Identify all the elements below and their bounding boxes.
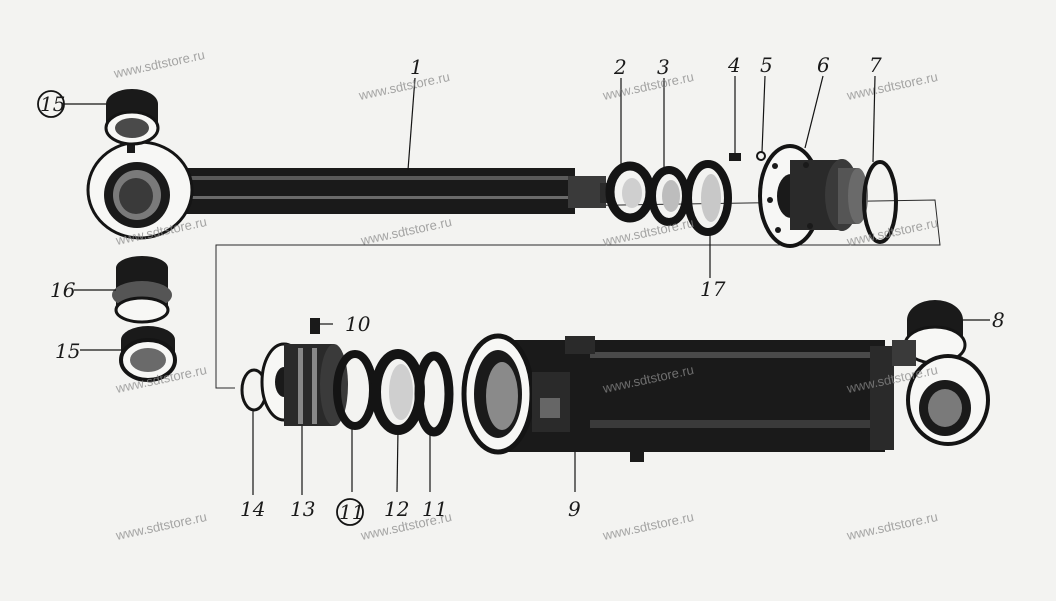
bolt-4 bbox=[729, 153, 741, 161]
watermark: www.sdtstore.ru bbox=[845, 69, 940, 103]
callout-1: 1 bbox=[410, 55, 423, 79]
callout-16: 16 bbox=[50, 278, 76, 302]
watermark: www.sdtstore.ru bbox=[357, 69, 452, 103]
callout-3: 3 bbox=[657, 55, 670, 79]
washer-5 bbox=[756, 151, 766, 161]
callout-circle-11 bbox=[336, 498, 364, 526]
watermark: www.sdtstore.ru bbox=[601, 509, 696, 543]
callout-6: 6 bbox=[817, 53, 830, 77]
o-ring-7 bbox=[862, 160, 898, 244]
callout-14: 14 bbox=[240, 497, 265, 521]
callout-11: 11 bbox=[422, 497, 447, 521]
seal-2 bbox=[605, 161, 655, 223]
ring-12 bbox=[371, 349, 425, 435]
callout-13: 13 bbox=[290, 497, 315, 521]
callout-circle-15 bbox=[37, 90, 65, 118]
callout-17: 17 bbox=[700, 277, 726, 301]
watermark: www.sdtstore.ru bbox=[112, 47, 207, 81]
seal-3 bbox=[648, 166, 690, 226]
callout-7: 7 bbox=[869, 53, 882, 77]
leader-lines bbox=[64, 75, 990, 495]
watermark: www.sdtstore.ru bbox=[601, 215, 696, 249]
piston-rod bbox=[180, 168, 610, 214]
bushing-bottom-15 bbox=[119, 326, 177, 382]
guide-ring-17 bbox=[684, 160, 732, 236]
watermark: www.sdtstore.ru bbox=[359, 214, 454, 248]
seal-11b bbox=[414, 351, 454, 437]
watermarks: www.sdtstore.ru www.sdtstore.ru www.sdts… bbox=[112, 47, 940, 543]
cylinder-barrel-9 bbox=[461, 333, 894, 462]
spherical-bearing-16 bbox=[112, 256, 172, 324]
callout-5: 5 bbox=[760, 53, 773, 77]
cylinder-eye-8 bbox=[892, 300, 990, 446]
callout-2: 2 bbox=[613, 55, 627, 79]
callout-4: 4 bbox=[727, 53, 741, 77]
callout-15-bottom: 15 bbox=[55, 339, 80, 363]
callout-10: 10 bbox=[345, 312, 371, 336]
watermark: www.sdtstore.ru bbox=[114, 509, 209, 543]
callout-8: 8 bbox=[992, 308, 1005, 332]
plug-10 bbox=[310, 318, 320, 334]
callout-12: 12 bbox=[384, 497, 409, 521]
callout-9: 9 bbox=[568, 497, 581, 521]
callout-11-circled: 11 bbox=[339, 500, 364, 524]
callout-15-top: 15 bbox=[40, 92, 65, 116]
watermark: www.sdtstore.ru bbox=[845, 509, 940, 543]
rod-guide-6 bbox=[758, 144, 868, 248]
bushing-top-15 bbox=[104, 89, 160, 146]
